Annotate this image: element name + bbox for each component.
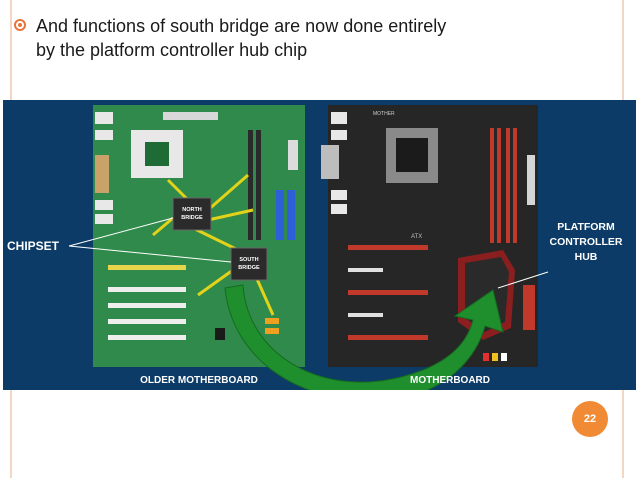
io-port	[331, 204, 347, 214]
header	[265, 318, 279, 324]
cpu-socket-core	[145, 142, 169, 166]
motherboard-comparison-image: NORTH BRIDGE SOUTH BRIDGE CHIPSET MOTHER	[3, 100, 636, 390]
bullet-item: And functions of south bridge are now do…	[14, 14, 554, 62]
page-number-badge: 22	[572, 401, 608, 437]
pci-slot	[108, 319, 186, 324]
pcie-slot	[348, 313, 383, 317]
io-port	[331, 130, 347, 140]
ram-slot	[256, 130, 261, 240]
pcie-slot	[348, 335, 428, 340]
pch-pointer	[497, 271, 549, 289]
older-motherboard-caption: OLDER MOTHERBOARD	[140, 375, 258, 386]
chipset-label: CHIPSET	[7, 239, 60, 253]
pci-slot	[108, 303, 186, 308]
io-port	[95, 130, 113, 140]
pcie-slot	[348, 268, 383, 272]
brand-text: MOTHER	[373, 111, 395, 117]
io-port	[95, 155, 109, 193]
power-connector	[527, 155, 535, 205]
ram-slot	[506, 128, 510, 243]
ram-slot	[248, 130, 253, 240]
io-port	[331, 190, 347, 200]
pch-label-2: CONTROLLER	[550, 236, 623, 248]
transition-arrow-icon	[224, 284, 504, 390]
io-port	[95, 200, 113, 210]
bullet-text-line1: And functions of south bridge are now do…	[36, 16, 447, 36]
north-bridge-label-2: BRIDGE	[181, 215, 203, 221]
north-bridge-chip	[172, 197, 212, 231]
header	[501, 353, 507, 361]
agp-slot	[108, 265, 186, 270]
pcie-slot	[348, 245, 428, 250]
pch-label-3: HUB	[575, 251, 598, 263]
bullet-icon	[14, 19, 26, 31]
older-motherboard-pcb	[93, 105, 305, 367]
chipset-pointer	[68, 217, 174, 247]
motherboard-illustration: NORTH BRIDGE SOUTH BRIDGE CHIPSET MOTHER	[7, 105, 623, 390]
pci-slot	[108, 335, 186, 340]
bus-line	[207, 208, 254, 222]
io-port	[95, 112, 113, 124]
io-port	[321, 145, 339, 179]
header	[483, 353, 489, 361]
ram-slot	[490, 128, 494, 243]
io-port	[331, 112, 347, 124]
connector	[163, 112, 218, 120]
ide-connector	[276, 190, 284, 240]
ide-connector	[287, 190, 295, 240]
pci-slot	[108, 287, 186, 292]
newer-motherboard-caption: MOTHERBOARD	[410, 375, 490, 386]
ram-slot	[513, 128, 517, 243]
south-bridge-chip	[230, 247, 268, 281]
pcie-slot	[348, 290, 428, 295]
bullet-text: And functions of south bridge are now do…	[36, 14, 446, 62]
bus-line	[166, 178, 190, 202]
south-bridge-label-2: BRIDGE	[238, 265, 260, 271]
power-connector	[288, 140, 298, 170]
bus-line	[152, 216, 174, 237]
bus-line	[197, 268, 234, 297]
south-bridge-label-1: SOUTH	[239, 257, 258, 263]
bullet-text-line2: by the platform controller hub chip	[36, 40, 308, 60]
ram-slot	[497, 128, 501, 243]
bus-line	[192, 226, 239, 252]
bus-line	[207, 173, 249, 212]
header	[265, 328, 279, 334]
header	[492, 353, 498, 361]
sata-ports	[523, 285, 535, 330]
pch-label-1: PLATFORM	[557, 221, 615, 233]
cpu-socket-core	[396, 138, 428, 172]
atx-label: ATX	[411, 234, 422, 240]
north-bridge-label-1: NORTH	[182, 207, 202, 213]
chip	[215, 328, 225, 340]
bus-lines	[152, 173, 275, 316]
io-port	[95, 214, 113, 224]
chipset-pointer	[68, 245, 232, 263]
